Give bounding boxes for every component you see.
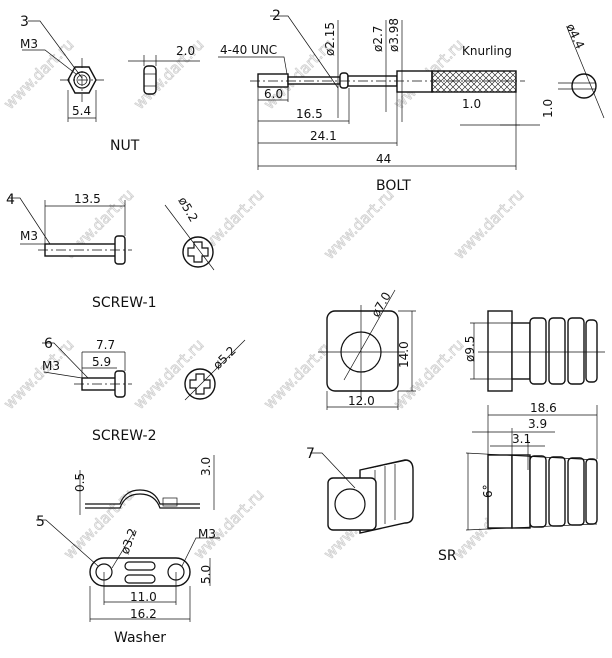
screw1-thread-label: M3 xyxy=(20,229,38,243)
washer-thickness-dim: 0.5 xyxy=(73,473,87,492)
bolt-total-length-dim: 44 xyxy=(376,152,391,166)
nut-width-dim: 5.4 xyxy=(72,104,91,118)
washer-callout: 5 xyxy=(36,514,45,530)
screw2-shank-dim: 5.9 xyxy=(92,355,111,369)
washer-top-view xyxy=(89,557,191,587)
bolt-l1-dim: 16.5 xyxy=(296,107,323,121)
watermark-text: www.dart.ru xyxy=(190,485,267,562)
bolt-slot-depth-dim: 1.0 xyxy=(462,97,481,111)
sr-width-dim: 12.0 xyxy=(348,394,375,408)
sr-fins-bottom xyxy=(529,455,598,528)
washer-pitch-dim: 11.0 xyxy=(130,590,157,604)
nut-thread-label: M3 xyxy=(20,37,38,51)
sr-fins-top xyxy=(529,317,598,385)
sr-body-diameter-dim: ø9.5 xyxy=(463,336,477,362)
bolt-thread-section xyxy=(257,73,289,88)
bolt-knurling-label: Knurling xyxy=(462,44,512,58)
watermark-text: www.dart.ru xyxy=(320,185,397,262)
screw2-head-dim: ø5.2 xyxy=(210,344,239,373)
watermark-text: www.dart.ru xyxy=(0,335,77,412)
bolt-slot-width-dim: 1.0 xyxy=(541,99,555,118)
nut-callout: 3 xyxy=(20,14,29,30)
washer-title: Washer xyxy=(114,630,166,646)
bolt-d1-dim: ø2.15 xyxy=(323,22,337,56)
sr-l2-dim: 3.1 xyxy=(512,432,531,446)
sr-drawing: ø7.0 14.0 12.0 ø9.5 18.6 3.9 3.1 6° 7 SR xyxy=(306,290,605,564)
sr-3d-view xyxy=(327,459,414,534)
sr-l1-dim: 3.9 xyxy=(528,417,547,431)
bolt-d2-dim: ø2.7 xyxy=(371,26,385,52)
screw1-title: SCREW-1 xyxy=(92,295,156,311)
screw1-head-dim: ø5.2 xyxy=(175,195,200,225)
watermark-text: www.dart.ru xyxy=(260,335,337,412)
watermark-text: www.dart.ru xyxy=(450,185,527,262)
washer-drawing: 0.5 3.0 5 ø3.2 M3 11.0 16.2 5.0 Washer xyxy=(36,455,220,646)
watermark-text: www.dart.ru xyxy=(0,35,77,112)
sr-angle-dim: 6° xyxy=(481,484,495,498)
screw1-drawing: 4 13.5 M3 ø5.2 SCREW-1 xyxy=(6,192,215,311)
bolt-l2-dim: 24.1 xyxy=(310,129,337,143)
sr-title: SR xyxy=(438,548,457,564)
screw2-title: SCREW-2 xyxy=(92,428,156,444)
sr-front-view xyxy=(326,310,399,392)
washer-length-dim: 16.2 xyxy=(130,607,157,621)
nut-title: NUT xyxy=(110,138,140,154)
bolt-knurled-section xyxy=(431,70,517,93)
washer-thread-label: M3 xyxy=(198,527,216,541)
washer-height-dim: 3.0 xyxy=(199,457,213,476)
screw2-callout: 6 xyxy=(44,336,53,352)
bolt-d3-dim: ø3.98 xyxy=(387,18,401,52)
sr-height-dim: 14.0 xyxy=(397,341,411,368)
sr-length-dim: 18.6 xyxy=(530,401,557,415)
nut-side-view xyxy=(143,65,157,95)
sr-callout: 7 xyxy=(306,446,315,462)
bolt-title: BOLT xyxy=(376,178,411,194)
washer-width-dim: 5.0 xyxy=(199,565,213,584)
bolt-end-view xyxy=(571,73,597,99)
bolt-thread-label: 4-40 UNC xyxy=(220,43,277,57)
screw2-thread-label: M3 xyxy=(42,359,60,373)
nut-thickness-dim: 2.0 xyxy=(176,44,195,58)
washer-hole-dim: ø3.2 xyxy=(118,526,140,556)
nut-drawing: 3 M3 5.4 2.0 NUT xyxy=(20,14,200,154)
screw1-length-dim: 13.5 xyxy=(74,192,101,206)
bolt-end-diameter-dim: ø4.4 xyxy=(563,21,587,51)
screw1-callout: 4 xyxy=(6,192,15,208)
watermark-text: www.dart.ru xyxy=(130,35,207,112)
screw2-length-dim: 7.7 xyxy=(96,338,115,352)
bolt-thread-length-dim: 6.0 xyxy=(264,87,283,101)
bolt-callout: 2 xyxy=(272,8,281,24)
